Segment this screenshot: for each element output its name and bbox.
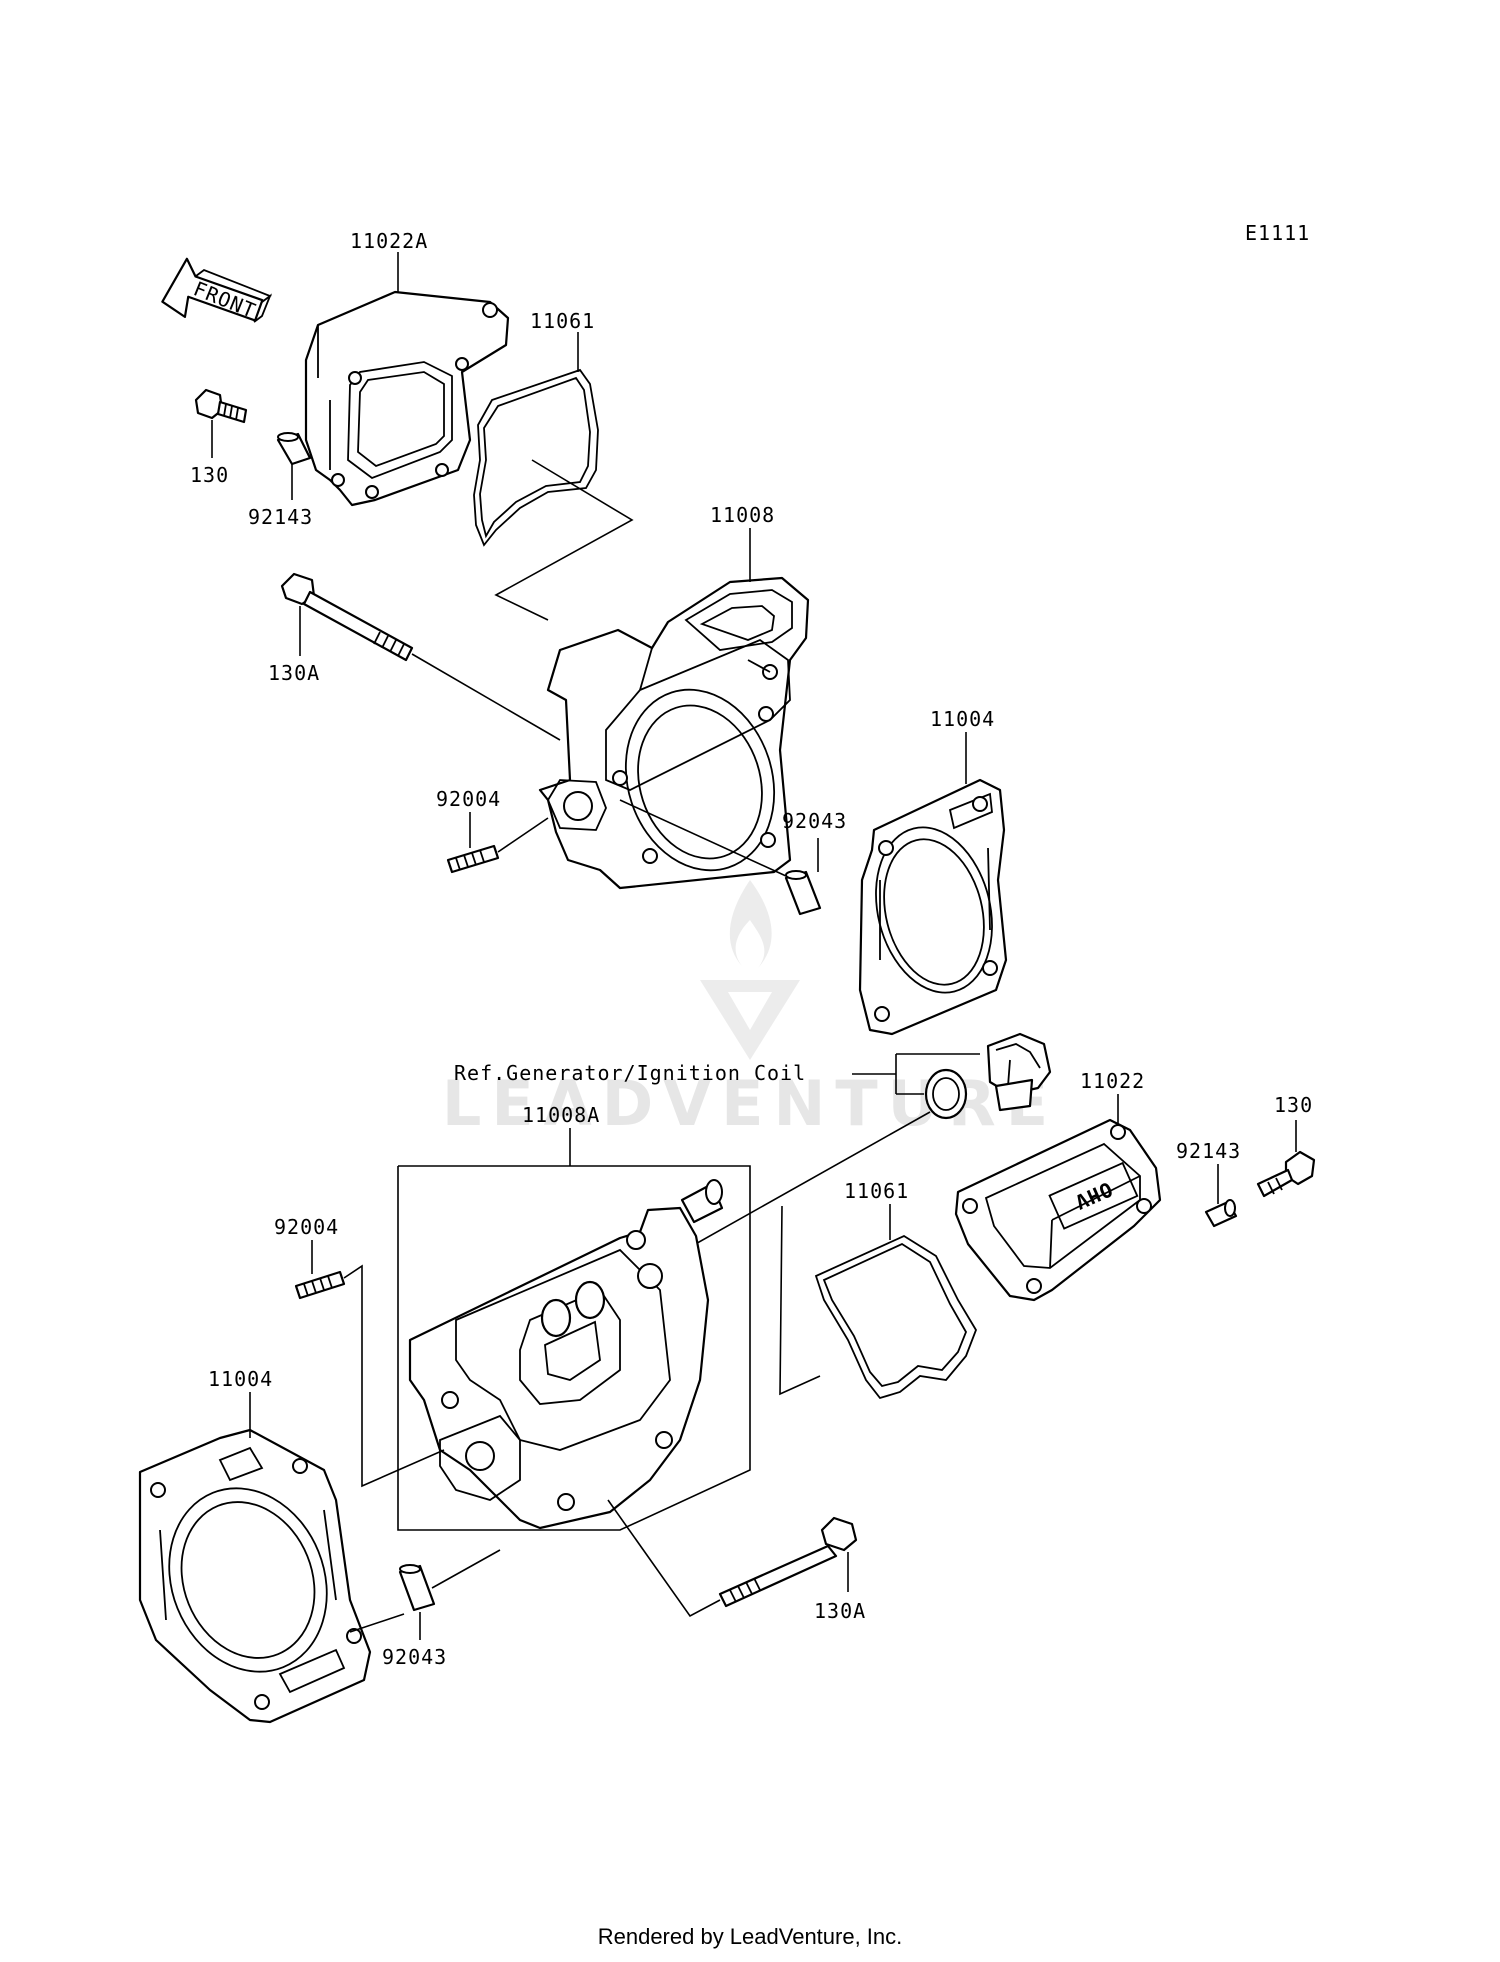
lower-stud — [294, 1270, 346, 1300]
upper-head-gasket — [858, 778, 1008, 1036]
label-92043-lower: 92043 — [382, 1645, 447, 1669]
lower-cylinder-head — [408, 1179, 724, 1530]
lower-cover-dowel — [1204, 1199, 1238, 1228]
label-11061-upper: 11061 — [530, 309, 595, 333]
watermark-v-icon — [700, 980, 800, 1060]
label-11008A: 11008A — [522, 1103, 600, 1127]
upper-rocker-cover — [304, 290, 510, 507]
upper-stud — [446, 844, 500, 874]
upper-head-dowel — [784, 870, 822, 916]
lower-head-gasket — [138, 1428, 372, 1724]
label-92143-upper: 92143 — [248, 505, 313, 529]
label-92004-upper: 92004 — [436, 787, 501, 811]
upper-cover-gasket — [473, 368, 599, 547]
front-arrow-icon: FRONT — [161, 257, 273, 323]
label-130A-upper: 130A — [268, 661, 320, 685]
watermark-flame-icon — [729, 880, 772, 968]
filler-cap-o-ring — [924, 1068, 968, 1120]
label-130-upper: 130 — [190, 463, 229, 487]
diagram-code: E1111 — [1245, 221, 1310, 245]
label-92004-lower: 92004 — [274, 1215, 339, 1239]
label-11004-upper: 11004 — [930, 707, 995, 731]
reference-note: Ref.Generator/Ignition Coil — [454, 1061, 806, 1085]
label-11008: 11008 — [710, 503, 775, 527]
lower-cover-gasket — [814, 1234, 977, 1400]
lower-rocker-cover: OHV — [954, 1118, 1162, 1302]
lower-head-dowel — [398, 1564, 436, 1612]
lower-bolt — [1256, 1150, 1316, 1198]
lower-long-bolt — [718, 1516, 858, 1608]
label-92043-upper: 92043 — [782, 809, 847, 833]
label-11004-lower: 11004 — [208, 1367, 273, 1391]
label-11022: 11022 — [1080, 1069, 1145, 1093]
footer-credit: Rendered by LeadVenture, Inc. — [598, 1924, 903, 1949]
upper-bolt — [194, 388, 248, 424]
label-92143-lower: 92143 — [1176, 1139, 1241, 1163]
front-label: FRONT — [190, 276, 259, 323]
label-11061-lower: 11061 — [844, 1179, 909, 1203]
label-130A-lower: 130A — [814, 1599, 866, 1623]
oil-filler-cap — [986, 1032, 1052, 1112]
upper-dowel — [276, 432, 312, 466]
upper-cylinder-head — [538, 576, 810, 890]
label-130-lower: 130 — [1274, 1093, 1313, 1117]
label-11022A: 11022A — [350, 229, 428, 253]
upper-long-bolt — [280, 572, 414, 662]
